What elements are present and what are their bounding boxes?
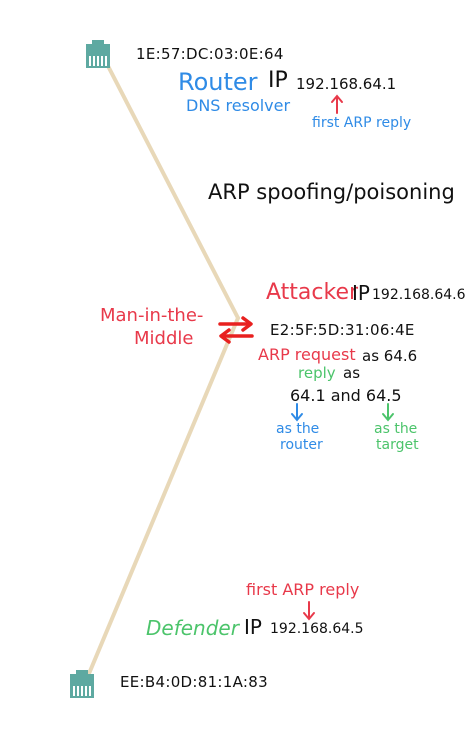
router-ip: 192.168.64.1 — [296, 75, 397, 93]
attacker-defender-cable — [86, 316, 240, 678]
as-target-line2: target — [376, 437, 419, 453]
arp-request-label: ARP request — [258, 345, 356, 364]
router-ip-label: IP — [268, 68, 288, 93]
attacker-label: Attacker — [266, 280, 359, 305]
router-attacker-cable — [106, 64, 240, 320]
router-down-arrow-icon — [291, 403, 303, 422]
as-target-line1: as the — [374, 421, 418, 437]
reply-as: as — [343, 364, 361, 382]
router-label: Router — [178, 68, 258, 96]
defender-ip-label: IP — [244, 615, 262, 639]
attacker-mac-address: E2:5F:5D:31:06:4E — [270, 321, 415, 339]
diagram-title: ARP spoofing/poisoning — [208, 180, 455, 204]
mitm-label-line2: Middle — [134, 328, 194, 349]
target-down-arrow-icon — [382, 403, 394, 422]
defender-reply-arrow-icon — [303, 601, 315, 621]
mitm-label-line1: Man-in-the- — [100, 305, 204, 326]
router-role: DNS resolver — [186, 96, 291, 115]
as-router-line2: router — [280, 437, 323, 453]
defender-label: Defender — [146, 616, 239, 640]
reply-targets: 64.1 and 64.5 — [290, 386, 402, 405]
router-reply-arrow-icon — [331, 94, 343, 114]
defender-ip: 192.168.64.5 — [270, 621, 364, 637]
attacker-ip-label: IP — [352, 281, 370, 305]
defender-ethernet-port-icon — [70, 670, 94, 698]
router-ethernet-port-icon — [86, 40, 110, 68]
reply-label: reply — [298, 364, 336, 382]
mitm-double-arrow-icon — [218, 316, 254, 344]
defender-mac-address: EE:B4:0D:81:1A:83 — [120, 673, 268, 691]
attacker-ip: 192.168.64.6 — [372, 287, 466, 303]
arp-request-as: as 64.6 — [362, 347, 418, 365]
as-router-line1: as the — [276, 421, 320, 437]
defender-reply-note: first ARP reply — [246, 580, 360, 599]
router-reply-note: first ARP reply — [312, 115, 412, 131]
router-mac-address: 1E:57:DC:03:0E:64 — [136, 45, 284, 63]
